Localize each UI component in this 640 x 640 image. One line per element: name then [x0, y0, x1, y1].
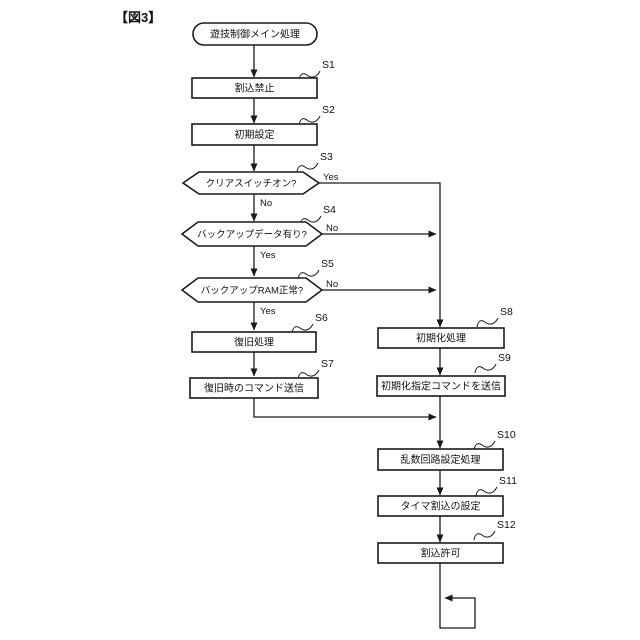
step-s6-box [191, 331, 317, 353]
step-s9-box [376, 375, 506, 397]
step-s5-hexagon [180, 277, 324, 303]
step-s7-label: 復旧時のコマンド送信 [204, 382, 304, 395]
step-s11-box [377, 495, 504, 517]
step-s10-box [377, 448, 504, 471]
step-s5-id: S5 [321, 258, 334, 270]
step-s2: 初期設定 S2 [191, 104, 335, 146]
step-s4-label: バックアップデータ有り? [197, 229, 307, 241]
step-s4-decision: バックアップデータ有り? S4 [180, 204, 336, 247]
step-s1-box [191, 77, 318, 99]
step-s3-decision: クリアスイッチオン? S3 [181, 151, 333, 195]
step-s9-label: 初期化指定コマンドを送信 [381, 380, 501, 393]
step-s5-decision: バックアップRAM正常? S5 [180, 258, 334, 303]
step-s8: 初期化処理 S8 [377, 306, 513, 349]
leader-s10 [473, 440, 496, 451]
step-s8-label: 初期化処理 [416, 332, 466, 345]
leader-s12 [473, 530, 496, 541]
step-s8-box [377, 327, 505, 349]
leader-s5 [297, 269, 320, 280]
step-s12-box [377, 542, 504, 564]
step-s12-id: S12 [497, 519, 516, 531]
branch-label-s4-no: No [326, 223, 338, 234]
leader-s8 [476, 317, 499, 328]
connector-lines [250, 45, 476, 629]
step-s4-id: S4 [323, 204, 336, 216]
start-terminal-label: 遊技制御メイン処理 [210, 28, 300, 41]
step-s8-id: S8 [500, 306, 513, 318]
step-s4-hexagon [180, 221, 324, 247]
step-s10-id: S10 [497, 429, 516, 441]
step-s5-label: バックアップRAM正常? [201, 285, 303, 297]
step-s6-label: 復旧処理 [234, 336, 274, 349]
leader-s2 [298, 115, 321, 126]
leader-s6 [291, 323, 314, 334]
step-s12: 割込許可 S12 [377, 519, 516, 564]
step-s9-id: S9 [498, 352, 511, 364]
arrow-s3-yes-collector-s8 [319, 182, 444, 328]
step-id-leaders [291, 70, 499, 541]
start-terminal-shape [192, 22, 318, 46]
step-s11: タイマ割込の設定 S11 [377, 475, 517, 517]
figure-title: 【図3】 [115, 10, 161, 25]
step-s1: 割込禁止 S1 [191, 59, 335, 99]
step-s1-id: S1 [322, 59, 335, 71]
leader-s1 [298, 70, 321, 81]
branch-labels: Yes No No Yes No Yes [260, 172, 339, 317]
branch-label-s4-yes: Yes [260, 250, 276, 261]
step-s7-id: S7 [321, 358, 334, 370]
branch-label-s5-yes: Yes [260, 306, 276, 317]
branch-label-s3-yes: Yes [323, 172, 339, 183]
step-s11-label: タイマ割込の設定 [401, 500, 481, 513]
step-s3-label: クリアスイッチオン? [206, 179, 297, 190]
step-s2-box [191, 123, 318, 146]
start-terminal: 遊技制御メイン処理 [192, 22, 318, 46]
step-s10: 乱数回路設定処理 S10 [377, 429, 516, 471]
step-s6-id: S6 [315, 312, 328, 324]
branch-label-s3-no: No [260, 198, 272, 209]
leader-s3 [296, 162, 319, 173]
step-s3-id: S3 [320, 151, 333, 163]
step-s2-id: S2 [322, 104, 335, 116]
leader-s7 [297, 369, 320, 380]
loop-back-line [439, 563, 476, 629]
step-s7-box [189, 377, 319, 399]
leader-s9 [474, 363, 497, 374]
step-s11-id: S11 [499, 475, 517, 487]
step-s7: 復旧時のコマンド送信 S7 [189, 358, 334, 399]
step-s2-label: 初期設定 [235, 128, 275, 141]
leader-s4 [299, 215, 322, 226]
step-s1-label: 割込禁止 [235, 82, 275, 95]
arrow-s7-junction [253, 398, 437, 421]
step-s9: 初期化指定コマンドを送信 S9 [376, 352, 511, 397]
branch-label-s5-no: No [326, 279, 338, 290]
step-s12-label: 割込許可 [421, 547, 461, 560]
step-s3-hexagon [181, 171, 321, 195]
step-s6: 復旧処理 S6 [191, 312, 328, 353]
leader-s11 [475, 486, 498, 497]
step-s10-label: 乱数回路設定処理 [401, 453, 481, 466]
